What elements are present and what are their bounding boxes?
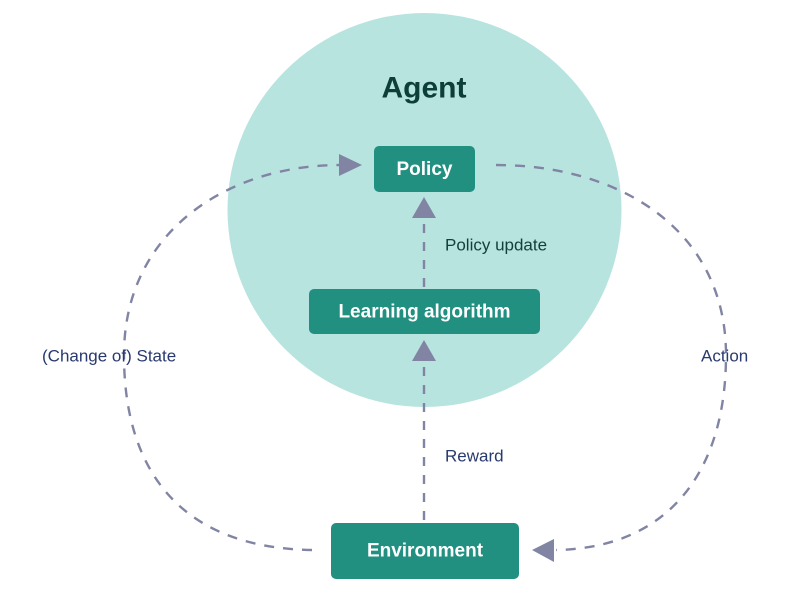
state-label: (Change of) State — [42, 347, 176, 366]
environment-node[interactable]: Environment — [331, 523, 519, 579]
policy-node[interactable]: Policy — [374, 146, 475, 192]
reward-arrowhead-icon — [412, 340, 436, 361]
learning-algorithm-box — [309, 289, 540, 334]
policy-label: Policy — [397, 159, 453, 180]
environment-box — [331, 523, 519, 579]
action-label: Action — [701, 347, 748, 366]
policy-update-label: Policy update — [445, 236, 547, 255]
policy-box — [374, 146, 475, 192]
learning-algorithm-label: Learning algorithm — [338, 302, 510, 323]
agent-title: Agent — [382, 72, 467, 105]
state-edge — [122, 163, 341, 552]
learning-algorithm-node[interactable]: Learning algorithm — [309, 289, 540, 334]
environment-label: Environment — [367, 541, 484, 562]
state-arrowhead-icon — [339, 154, 362, 176]
reward-label: Reward — [445, 447, 504, 466]
policy-update-arrowhead-icon — [412, 197, 436, 218]
action-arrowhead-icon — [532, 539, 554, 562]
